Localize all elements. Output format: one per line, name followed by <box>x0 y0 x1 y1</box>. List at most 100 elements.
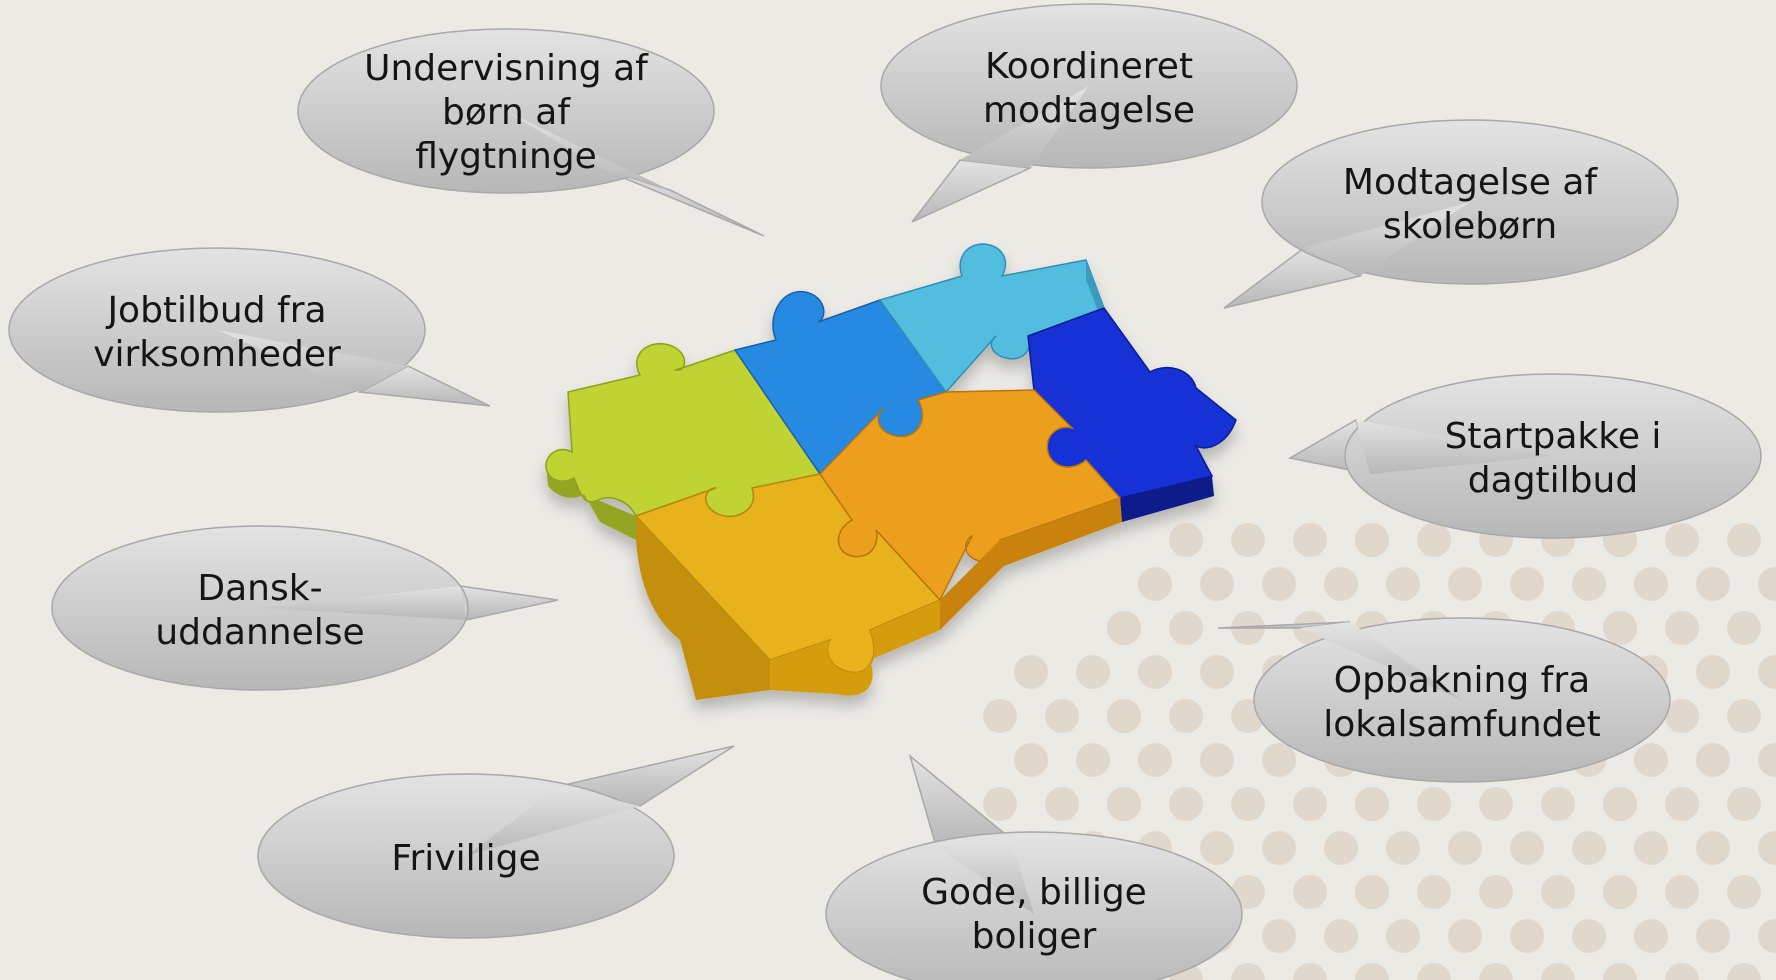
background-dot <box>1076 743 1110 777</box>
speech-bubble-label: Koordineret <box>985 46 1193 87</box>
background-dot <box>1200 831 1234 865</box>
background-dot <box>1696 919 1730 953</box>
background-dot <box>1386 567 1420 601</box>
jigsaw-puzzle-icon <box>545 243 1237 700</box>
background-dot <box>1758 567 1776 601</box>
background-dot <box>1665 611 1699 645</box>
puzzle-piece-orange-side <box>940 498 1122 630</box>
speech-bubble-seam <box>1300 622 1462 700</box>
background-dot <box>1262 567 1296 601</box>
speech-bubble-seam <box>936 838 1034 914</box>
background-dot <box>1324 567 1358 601</box>
background-dot <box>1634 919 1668 953</box>
speech-bubble-seam <box>260 586 466 620</box>
speech-bubble-seam <box>1356 420 1553 474</box>
background-dot <box>1448 831 1482 865</box>
speech-bubble-seam <box>466 786 640 856</box>
background-dot <box>1169 699 1203 733</box>
background-dot <box>1231 787 1265 821</box>
background-dot <box>1634 831 1668 865</box>
background-dot <box>1603 963 1637 980</box>
speech-bubble-body <box>825 831 1243 980</box>
background-dot <box>1231 963 1265 980</box>
background-dot <box>1324 831 1358 865</box>
background-dot <box>1293 523 1327 557</box>
speech-bubble-seam <box>506 111 670 190</box>
background-dot <box>1727 611 1761 645</box>
background-dot <box>1169 611 1203 645</box>
speech-bubble-label: Gode, billige <box>921 872 1147 913</box>
background-dot <box>1479 963 1513 980</box>
background-dot <box>1355 523 1389 557</box>
background-dot <box>1293 787 1327 821</box>
speech-bubble-label: Undervisning af <box>364 48 649 89</box>
puzzle-piece-yellow-side <box>636 516 770 700</box>
puzzle-piece-yellow-front <box>770 600 940 696</box>
background-dot <box>1603 787 1637 821</box>
puzzle-piece-green-side <box>545 464 636 540</box>
background-dot <box>1355 787 1389 821</box>
background-dot <box>1696 655 1730 689</box>
background-dot <box>1603 611 1637 645</box>
background-dot <box>1758 831 1776 865</box>
background-dot <box>1479 787 1513 821</box>
background-dot <box>983 787 1017 821</box>
speech-bubble-label: Startpakke i <box>1445 416 1662 457</box>
speech-bubble-label: virksomheder <box>93 334 341 375</box>
background-dot <box>1200 655 1234 689</box>
background-dot <box>1386 831 1420 865</box>
background-dot <box>1479 875 1513 909</box>
background-dot <box>1169 523 1203 557</box>
background-dot <box>1138 567 1172 601</box>
background-dot <box>1758 743 1776 777</box>
background-dot <box>1355 875 1389 909</box>
background-dot <box>1572 919 1606 953</box>
speech-bubble-label: børn af <box>442 92 571 133</box>
background-dot <box>1603 875 1637 909</box>
speech-bubble-label: modtagelse <box>983 90 1195 131</box>
speech-bubble-label: Jobtilbud fra <box>105 290 326 331</box>
background-dot <box>1541 963 1575 980</box>
background-dot <box>1138 743 1172 777</box>
speech-bubble-seam <box>1304 202 1470 276</box>
dot-pattern <box>983 523 1776 980</box>
background-dot <box>1200 743 1234 777</box>
background-dot <box>1262 919 1296 953</box>
speech-bubble-label: Dansk- <box>197 568 322 609</box>
speech-bubble-label: boliger <box>972 916 1097 957</box>
background-dot <box>1448 567 1482 601</box>
background-dot <box>1355 963 1389 980</box>
background-dot <box>1138 655 1172 689</box>
background-dot <box>1634 567 1668 601</box>
background-dot <box>1665 875 1699 909</box>
background-dot <box>1727 699 1761 733</box>
background-dot <box>1727 963 1761 980</box>
speech-bubble-label: skolebørn <box>1383 206 1557 247</box>
background-dot <box>1665 787 1699 821</box>
background-dot <box>1541 875 1575 909</box>
background-dot <box>1696 743 1730 777</box>
speech-bubble-label: lokalsamfundet <box>1323 704 1601 745</box>
background-dot <box>1293 963 1327 980</box>
speech-bubble-label: flygtninge <box>415 136 597 177</box>
background-dot <box>1262 831 1296 865</box>
background-dot <box>1107 699 1141 733</box>
background-dot <box>1510 567 1544 601</box>
background-dot <box>1169 787 1203 821</box>
background-dot <box>1696 831 1730 865</box>
background-dot <box>1231 523 1265 557</box>
background-dot <box>1758 919 1776 953</box>
background-dot <box>1045 787 1079 821</box>
speech-bubble-dansk: Dansk-uddannelse <box>51 525 559 691</box>
background-dot <box>1448 919 1482 953</box>
speech-bubble-label: Opbakning fra <box>1334 660 1590 701</box>
